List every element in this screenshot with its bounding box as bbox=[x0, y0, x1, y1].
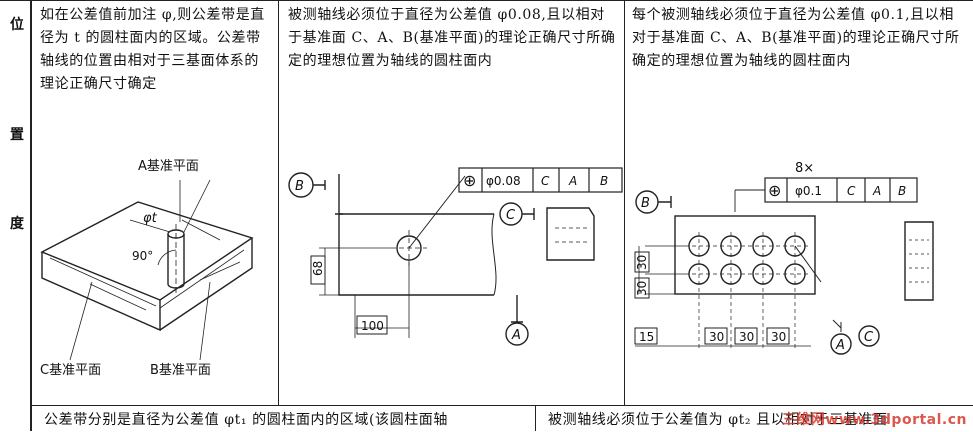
col1-description: 如在公差值前加注 φ,则公差带是直径为 t 的圆柱面内的区域。公差带轴线的位置由… bbox=[40, 7, 265, 92]
position-drawing-hole-pattern: 8× ⊕ φ0.1 C A B B A C 30 30 15 30 30 30 bbox=[634, 161, 934, 355]
angle-label: 90° bbox=[132, 249, 153, 263]
phi-t-label: φt bbox=[143, 211, 158, 226]
datum-ref-b: B bbox=[600, 174, 608, 188]
feature-control-frame-2 bbox=[764, 177, 918, 203]
position-drawing-single-hole: ⊕ φ0.08 C A B B C A 68 100 bbox=[288, 167, 623, 346]
dim-v2: 30 bbox=[635, 281, 649, 296]
side-char-2: 置 bbox=[10, 127, 24, 143]
datum-c-label: C bbox=[506, 208, 516, 223]
datum-b-label-2: B bbox=[641, 196, 650, 211]
tolerance-value: φ0.08 bbox=[486, 174, 521, 188]
datum-ref-c-2: C bbox=[847, 184, 856, 198]
side-column-divider bbox=[30, 0, 32, 431]
dim-h2: 30 bbox=[739, 330, 754, 344]
table-top-border bbox=[0, 0, 973, 1]
side-char-1: 位 bbox=[10, 17, 24, 33]
datum-b-label: B bbox=[295, 179, 304, 194]
position-symbol: ⊕ bbox=[463, 171, 476, 190]
dim-h0: 15 bbox=[639, 330, 654, 344]
c-plane-label: C基准平面 bbox=[40, 363, 101, 378]
datum-c-label-2: C bbox=[864, 330, 874, 345]
row-divider bbox=[30, 405, 973, 406]
b-plane-label: B基准平面 bbox=[150, 363, 211, 378]
datum-ref-b-2: B bbox=[898, 184, 906, 198]
dim-68: 68 bbox=[311, 261, 325, 276]
col3-description: 每个被测轴线必须位于直径为公差值 φ0.1,且以相对于基准面 C、A、B(基准平… bbox=[632, 7, 960, 69]
datum-a-label-2: A bbox=[835, 338, 845, 353]
dim-100: 100 bbox=[361, 319, 384, 333]
bottom-col-divider bbox=[535, 405, 536, 431]
dim-h3: 30 bbox=[771, 330, 786, 344]
bottom-right-text: 被测轴线必须位于公差值为 φt₂ 且以相对于三基准面 bbox=[548, 412, 888, 428]
a-plane-label: A基准平面 bbox=[138, 159, 199, 174]
position-symbol-2: ⊕ bbox=[768, 181, 781, 200]
hole-count: 8× bbox=[795, 161, 814, 176]
feature-control-frame bbox=[458, 167, 623, 193]
col-divider-1 bbox=[278, 0, 279, 405]
col2-description: 被测轴线必须位于直径为公差值 φ0.08,且以相对于基准面 C、A、B(基准平面… bbox=[288, 7, 616, 69]
bottom-left-text: 公差带分别是直径为公差值 φt₁ 的圆柱面内的区域(该圆柱面轴 bbox=[44, 412, 449, 428]
dim-v1: 30 bbox=[635, 255, 649, 270]
watermark: 三维网www.3dportal.cn bbox=[781, 412, 967, 428]
col-divider-2 bbox=[624, 0, 625, 405]
datum-ref-c: C bbox=[541, 174, 550, 188]
tolerance-zone-figure: A基准平面 φt 90° C基准平面 B基准平面 bbox=[40, 159, 254, 378]
datum-ref-a-2: A bbox=[872, 184, 881, 198]
dim-h1: 30 bbox=[709, 330, 724, 344]
side-char-3: 度 bbox=[10, 216, 24, 232]
tolerance-value-2: φ0.1 bbox=[795, 184, 822, 198]
datum-a-label: A bbox=[511, 328, 521, 343]
datum-ref-a: A bbox=[568, 174, 577, 188]
